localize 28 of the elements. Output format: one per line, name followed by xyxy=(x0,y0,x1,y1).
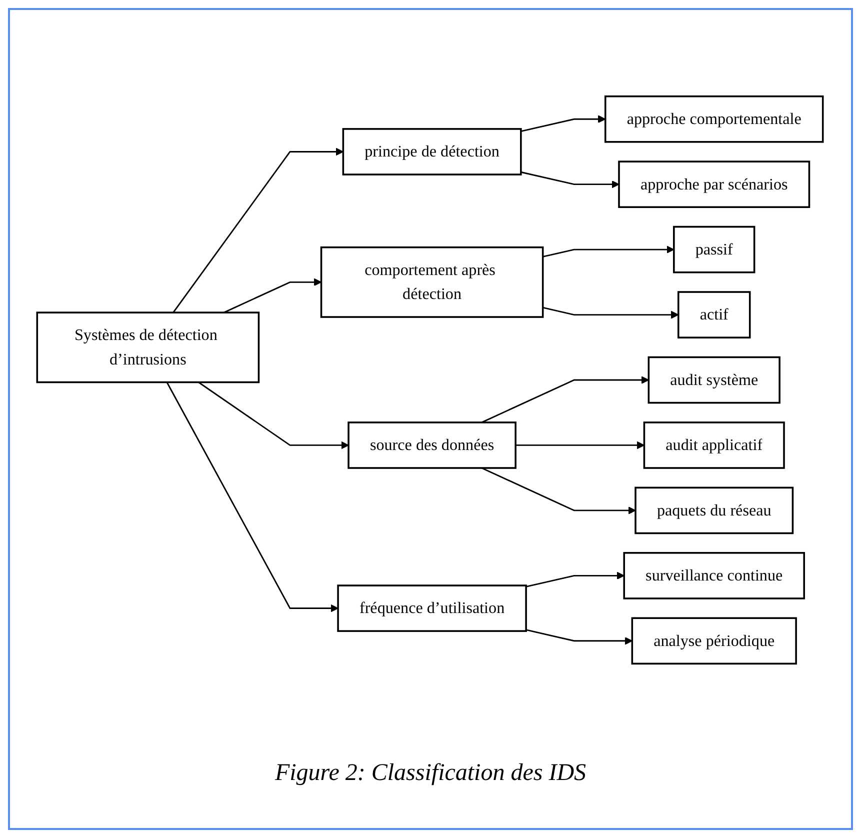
node-box: principe de détection xyxy=(342,128,522,176)
node-box: passif xyxy=(673,226,756,274)
node-box: comportement après détection xyxy=(320,246,544,318)
node-box: actif xyxy=(677,291,751,338)
node-box: audit système xyxy=(648,356,780,404)
node-box: approche comportementale xyxy=(604,95,824,143)
node-box: approche par scénarios xyxy=(618,160,810,208)
arrow xyxy=(224,278,322,314)
arrow xyxy=(520,115,606,132)
arrow xyxy=(542,246,674,258)
node-box: source des données xyxy=(348,422,516,469)
arrow xyxy=(526,629,633,645)
node-box: fréquence d’utilisation xyxy=(337,584,527,632)
node-box: paquets du réseau xyxy=(634,486,794,534)
node-box: Systèmes de détection d’intrusions xyxy=(36,312,260,384)
node-box: analyse périodique xyxy=(631,617,797,665)
figure-caption: Figure 2: Classification des IDS xyxy=(274,760,588,787)
arrow xyxy=(526,572,624,588)
arrow xyxy=(198,382,349,450)
arrow xyxy=(481,467,636,514)
arrow xyxy=(516,441,645,450)
arrow xyxy=(520,171,620,188)
node-box: audit applicatif xyxy=(643,422,785,469)
arrow xyxy=(542,306,679,319)
arrow xyxy=(166,382,338,612)
arrow xyxy=(481,376,650,424)
arrow xyxy=(172,148,344,313)
node-box: surveillance continue xyxy=(623,552,805,600)
